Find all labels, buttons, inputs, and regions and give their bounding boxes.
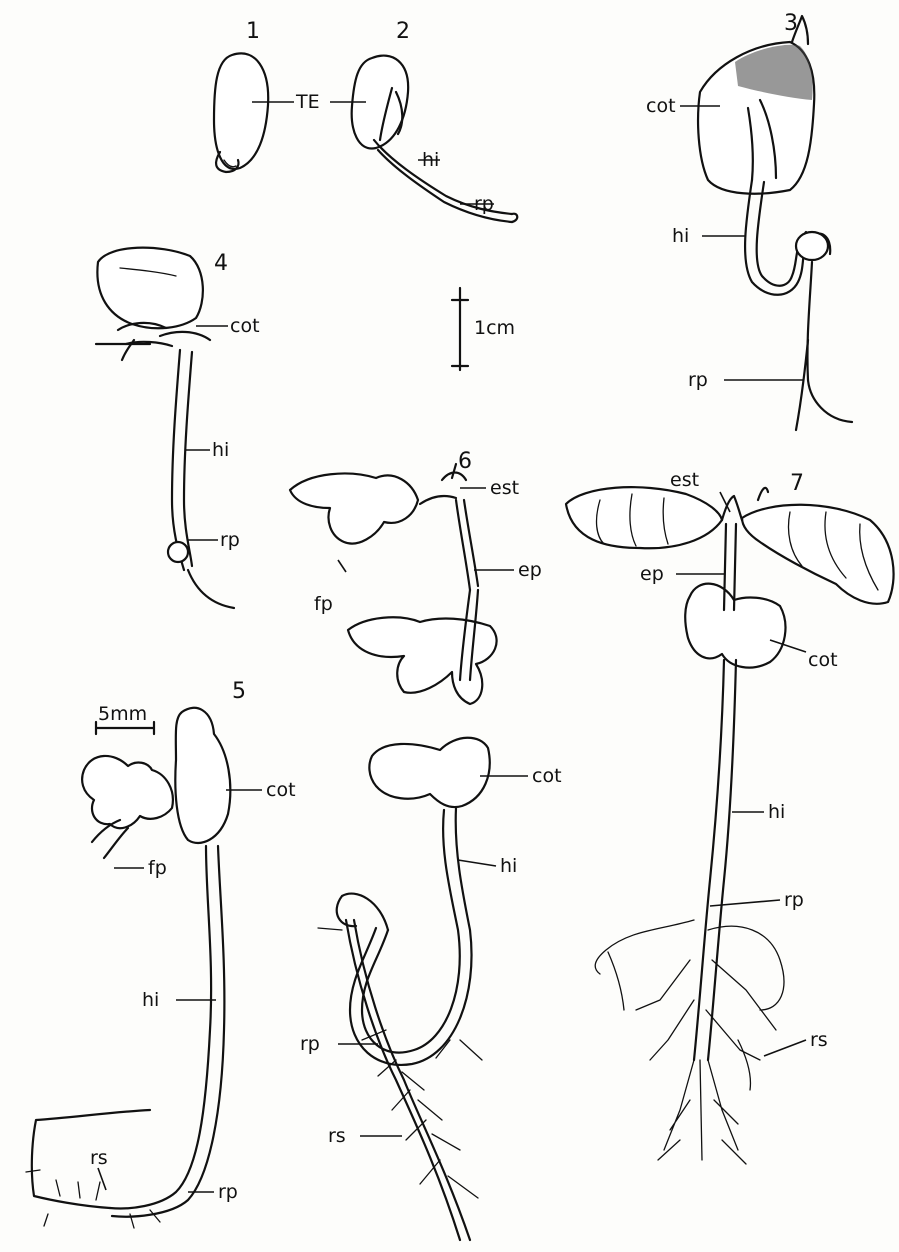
label-stage6-hi: hi (500, 855, 517, 877)
label-stage7-rp: rp (784, 889, 804, 911)
label-stage6-ep: ep (518, 559, 542, 581)
stage-number-7: 7 (790, 471, 804, 496)
stage-6-cotyledons (369, 738, 489, 807)
stage-3-taproot (807, 262, 852, 422)
label-stage6-rs: rs (328, 1125, 346, 1147)
stage-5-leaf-cluster (82, 756, 173, 828)
stage-3-hook (796, 232, 828, 260)
stage-6-epicotyl (456, 500, 478, 590)
label-stage7-rs: rs (810, 1029, 828, 1051)
label-stage2-rp: rp (474, 193, 494, 215)
stage-number-6: 6 (458, 449, 472, 474)
label-stage7-est: est (670, 469, 699, 491)
label-stage3-cot: cot (646, 95, 676, 117)
label-stage5-fp: fp (148, 857, 167, 879)
stage-7-root-system (595, 920, 784, 1164)
label-stage3-hi: hi (672, 225, 689, 247)
stage-4-taproot (188, 570, 234, 608)
stage-7-seedling (566, 487, 894, 1164)
label-stage5-rp: rp (218, 1181, 238, 1203)
label-stage1-te: TE (295, 91, 320, 113)
stage-3-seedling (698, 16, 852, 430)
stage-7-foliage-leaf-left (566, 487, 722, 548)
label-stage6-cot: cot (532, 765, 562, 787)
label-stage5-cot: cot (266, 779, 296, 801)
stage-6-root-system (318, 928, 482, 1198)
stage-6-foliage-leaf-upper (290, 474, 418, 544)
stage-number-4: 4 (214, 251, 228, 276)
stage-number-1: 1 (246, 19, 260, 44)
stage-6-hook (337, 894, 388, 930)
label-stage6-rp: rp (300, 1033, 320, 1055)
stage-5-cotyledon (175, 708, 230, 843)
stage-6-seedling (290, 464, 497, 1240)
stage-1-seed (214, 53, 268, 172)
stage-7-hypocotyl (694, 660, 736, 1060)
stage-number-5: 5 (232, 679, 246, 704)
stage-2-root-tip (512, 214, 517, 222)
stage-6-hypocotyl (362, 810, 460, 1053)
label-stage2-hi: hi (422, 149, 439, 171)
label-stage4-hi: hi (212, 439, 229, 461)
label-stage5-rs: rs (90, 1147, 108, 1169)
stage-4-root-collar (168, 542, 188, 562)
label-stage5-hi: hi (142, 989, 159, 1011)
scale-bar-1cm (452, 288, 468, 370)
stage-7-foliage-leaf-right (742, 505, 894, 604)
label-stage4-rp: rp (220, 529, 240, 551)
label-scale-1cm: 1cm (474, 317, 515, 339)
stage-4-seed-coat (97, 248, 202, 329)
stage-4-hypocotyl (172, 350, 184, 570)
stage-4-seedling (96, 248, 234, 608)
label-stage6-fp: fp (314, 593, 333, 615)
stage-6-taproot (346, 920, 470, 1240)
stage-number-2: 2 (396, 19, 410, 44)
label-stage6-est: est (490, 477, 519, 499)
label-stage4-cot: cot (230, 315, 260, 337)
stage-1-seed-body (214, 53, 268, 169)
stage-5-hypocotyl (110, 846, 211, 1208)
stage-number-3: 3 (784, 11, 798, 36)
label-stage7-hi: hi (768, 801, 785, 823)
label-stage7-cot: cot (808, 649, 838, 671)
stage-5-seedling (26, 708, 230, 1228)
label-scale-5mm: 5mm (98, 703, 147, 725)
label-stage3-rp: rp (688, 369, 708, 391)
label-stage7-ep: ep (640, 563, 664, 585)
